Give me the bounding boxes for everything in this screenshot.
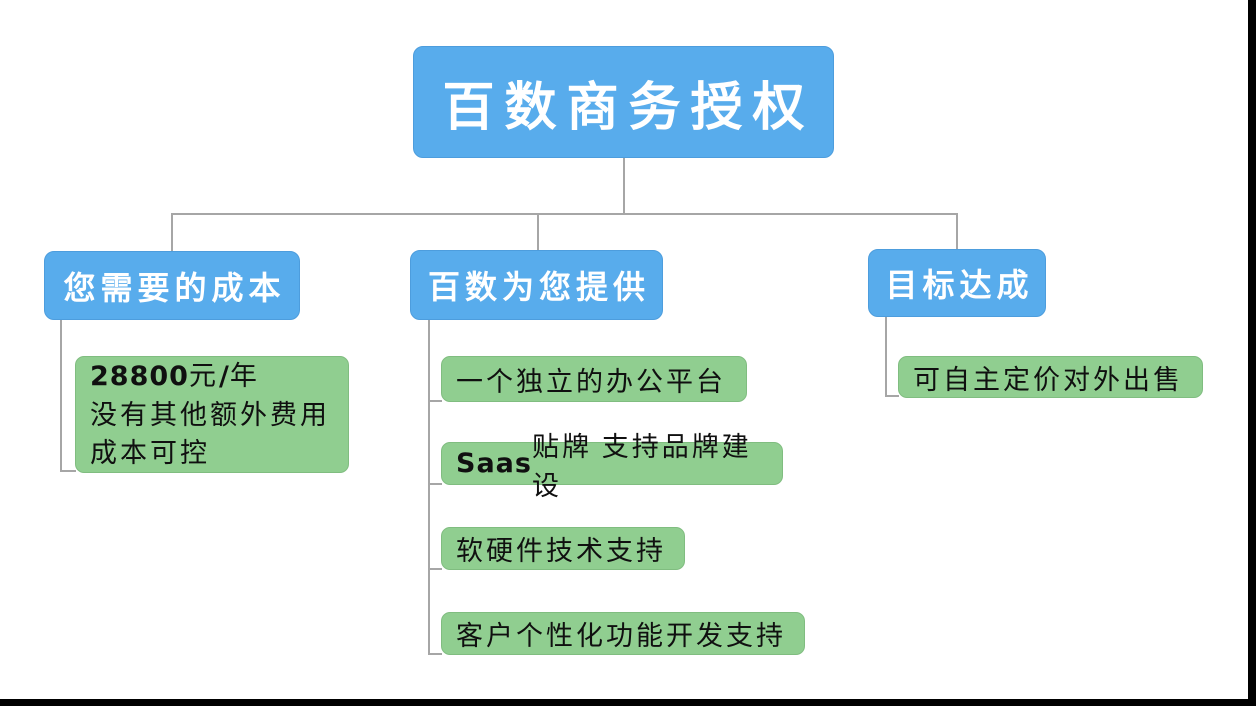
root-title: 百数商务授权 <box>442 79 815 137</box>
connector-drop-offer <box>537 213 539 250</box>
node-header-offer: 百数为您提供 <box>410 250 663 320</box>
bottom-black-bar <box>0 699 1256 706</box>
node-header-goal: 目标达成 <box>868 249 1046 317</box>
connector-cost-trunk <box>60 320 62 472</box>
cost-slash: / <box>218 361 230 392</box>
node-offer-platform: 一个独立的办公平台 <box>441 356 747 402</box>
connector-cost-stub <box>60 470 76 472</box>
node-root: 百数商务授权 <box>413 46 834 158</box>
connector-offer-stub-4 <box>428 653 442 655</box>
offer-saas-rest: 贴牌 支持品牌建设 <box>531 431 752 501</box>
header-goal-label: 目标达成 <box>885 267 1034 303</box>
connector-drop-cost <box>171 213 173 251</box>
connector-offer-stub-2 <box>428 483 442 485</box>
connector-offer-trunk <box>428 320 430 655</box>
cost-line-no-extra-fee: 没有其他额外费用 <box>90 400 330 430</box>
offer-platform-label: 一个独立的办公平台 <box>456 366 726 397</box>
offer-saas-bold: Saas <box>456 448 532 479</box>
header-cost-label: 您需要的成本 <box>63 269 286 306</box>
cost-line-price: 28800元/年 <box>90 357 260 396</box>
node-header-cost: 您需要的成本 <box>44 251 300 320</box>
node-offer-tech-support: 软硬件技术支持 <box>441 527 685 570</box>
connector-offer-stub-3 <box>428 568 442 570</box>
node-cost-detail: 28800元/年 没有其他额外费用 成本可控 <box>75 356 349 473</box>
offer-tech-support-label: 软硬件技术支持 <box>456 536 666 566</box>
connector-goal-stub <box>885 395 899 397</box>
connector-drop-goal <box>956 213 958 249</box>
offer-custom-dev-label: 客户个性化功能开发支持 <box>456 621 786 651</box>
node-offer-custom-dev: 客户个性化功能开发支持 <box>441 612 805 655</box>
cost-year: 年 <box>229 361 260 391</box>
connector-root-trunk <box>623 158 625 214</box>
connector-goal-trunk <box>885 317 887 397</box>
header-offer-label: 百数为您提供 <box>427 269 650 305</box>
goal-resell-label: 可自主定价对外出售 <box>913 364 1183 395</box>
cost-line-controllable: 成本可控 <box>90 438 210 468</box>
cost-amount: 28800 <box>90 361 189 392</box>
cost-unit: 元 <box>188 361 219 391</box>
connector-offer-stub-1 <box>428 400 442 402</box>
connector-top-rail <box>171 213 958 215</box>
node-goal-resell: 可自主定价对外出售 <box>898 356 1203 398</box>
right-black-bar <box>1248 0 1256 706</box>
